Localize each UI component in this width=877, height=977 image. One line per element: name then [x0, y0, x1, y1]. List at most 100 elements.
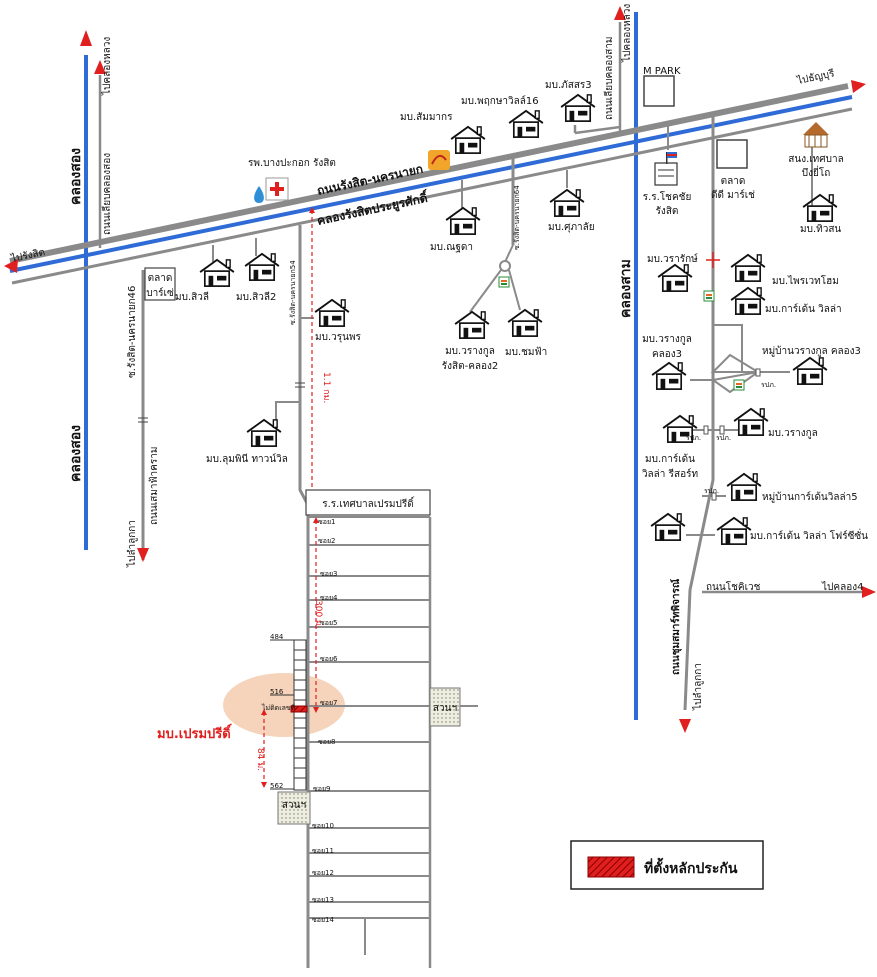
- soi-label: ซอย13: [312, 896, 334, 904]
- samakkhi-road-label: ถนนเสมาฟ้าคราม: [148, 447, 160, 525]
- roundabout: [499, 260, 511, 272]
- arrow-east-icon: [851, 80, 866, 93]
- soi-label: ซอย8: [318, 738, 336, 746]
- arrow-south-icon: [679, 719, 691, 733]
- village-warangkul3-full: หมู่บ้านวรางกูล คลอง3: [762, 345, 861, 357]
- house-icon: [730, 253, 766, 283]
- house-icon: [716, 516, 752, 546]
- village-worarak: มบ.วรารักษ์: [647, 253, 698, 265]
- soi-label: ซอย14: [312, 916, 335, 924]
- house-icon: [508, 109, 544, 139]
- soi64-label: ซ.รังสิต-นครนายก64: [513, 185, 521, 250]
- park-1: [429, 687, 461, 727]
- house-icon: [314, 298, 350, 328]
- house-icon: [650, 512, 686, 542]
- village-warangkul2: มบ.วรางกูลรังสิต-คลอง2: [442, 346, 499, 372]
- house-icon: [733, 407, 769, 437]
- collateral-marker: [290, 705, 308, 713]
- house-icon: [657, 263, 693, 293]
- soi54-label: ซ.รังสิต-นครนายก54: [289, 260, 297, 325]
- village-warangkul: มบ.วรางกูล: [768, 428, 818, 439]
- soi46-label: ซ.รังสิต-นครนายก46: [127, 286, 138, 378]
- soi-labels: ซอย1 ซอย2 ซอย3 ซอย4 ซอย5 ซอย6 ซอย7 ซอย8 …: [312, 518, 338, 924]
- park-2-label: สวนฯ: [282, 800, 306, 811]
- distance-1-label: 1.1 กม.: [321, 372, 331, 403]
- gate-icon: [719, 425, 725, 435]
- legend-swatch: [587, 856, 635, 878]
- village-sammakorn: มบ.สัมมากร: [400, 112, 453, 123]
- gate-icon: [703, 425, 709, 435]
- village-phruksa16: มบ.พฤกษาวิลล์16: [461, 95, 539, 107]
- khlong-song-label: คลองสอง: [68, 148, 84, 205]
- village-thiwson: มบ.ทิวสน: [800, 224, 841, 235]
- khlong-sam-label: คลองสาม: [618, 259, 634, 318]
- house-icon: [560, 93, 596, 123]
- arrow-north-icon: [614, 6, 626, 20]
- guard-label: รปภ.: [761, 381, 776, 389]
- to-lam-luk-ka-right: ไปลำลูกกา: [692, 663, 704, 711]
- house-icon: [726, 472, 762, 502]
- mpark-label: M PARK: [643, 66, 681, 77]
- mpark-building: [643, 75, 675, 107]
- village-siwalee: มบ.สิวลี: [175, 291, 209, 303]
- house-icon: [199, 258, 235, 288]
- house-icon: [246, 418, 282, 448]
- village-supalai: มบ.ศุภาลัย: [548, 222, 595, 233]
- bart-market-box: [144, 267, 176, 301]
- soi-label: ซอย2: [318, 537, 336, 545]
- soi-label: ซอย7: [320, 699, 338, 707]
- arrow-north-icon: [94, 60, 106, 74]
- main-road: [9, 83, 849, 264]
- school-chokchai-label: ร.ร.โชคชัยรังสิต: [643, 190, 692, 217]
- municipal-office-icon: [803, 122, 829, 148]
- chuchat-road-label: ถนนชุมสมาร์ทพิจารณ์: [670, 578, 682, 675]
- arrow-east-icon: [862, 586, 876, 598]
- bart-market-label-line2: บาร์เซ่: [146, 287, 174, 299]
- village-garden-fourseasons: มบ.การ์เด้น วิลล่า โฟร์ซีซั่น: [750, 528, 868, 542]
- soi-grid: [308, 516, 478, 968]
- house-number-562: 562: [270, 782, 283, 790]
- no-number-label: ไม่ติดเลขที่: [261, 703, 296, 712]
- to-rangsit-label: ไปรังสิต: [9, 246, 46, 265]
- arrow-north-icon: [80, 30, 92, 46]
- house-icon: [454, 310, 490, 340]
- soi-label: ซอย9: [313, 785, 331, 793]
- soi-label: ซอย5: [320, 619, 338, 627]
- school-icon: [654, 152, 678, 186]
- guard-label: รปภ.: [716, 434, 731, 442]
- park-2: [277, 791, 311, 825]
- house-icon: [730, 286, 766, 316]
- gate-icon: [755, 368, 761, 377]
- village-phraiwet: มบ.ไพรเวทโฮม: [772, 274, 839, 287]
- house-icon: [507, 308, 543, 338]
- house-icon: [445, 206, 481, 236]
- house-number-484: 484: [270, 633, 284, 641]
- to-khlong-luang-right: ไปคลองหลวง: [621, 4, 633, 63]
- soi-label: ซอย4: [320, 594, 338, 602]
- village-chomfah: มบ.ชมฟ้า: [505, 346, 547, 358]
- village-garden-villa: มบ.การ์เด้น วิลล่า: [765, 303, 842, 315]
- gate-icon: [711, 492, 717, 501]
- brand-logo-icon: [428, 150, 450, 170]
- song-bank-road-label: ถนนเลียบคลองสอง: [101, 153, 113, 235]
- school-prem-label: ร.ร.เทศบาลเปรมปรีดิ์: [322, 496, 415, 510]
- distance-2-label: 300 ม.: [313, 600, 323, 629]
- chuchat-road: [683, 115, 715, 711]
- village-garden-resort: มบ.การ์เด้นวิลล่า รีสอร์ท: [642, 453, 698, 480]
- distance-3-label: 84 ม.: [255, 748, 265, 771]
- village-nussara: มบ.ณฐดา: [430, 242, 473, 253]
- drop-icon: [254, 186, 264, 203]
- soi-label: ซอย10: [312, 822, 334, 830]
- village-lumpini: มบ.ลุมพินี ทาวน์วิล: [206, 453, 288, 465]
- arrow-south-icon: [137, 548, 149, 562]
- guard-label: รปภ.: [686, 434, 701, 442]
- village-woranporn: มบ.วรุนพร: [315, 332, 362, 343]
- prem-pree-village-label: มบ.เปรมปรีดิ์: [157, 723, 232, 742]
- to-thanyaburi-label: ไปธัญบุรี: [795, 67, 836, 87]
- village-phatsorn3: มบ.ภัสสร3: [545, 80, 592, 91]
- ditee-market-building: [716, 139, 748, 169]
- bart-market-label-line1: ตลาด: [148, 273, 173, 284]
- school-box: [305, 489, 431, 516]
- house-icon: [450, 125, 486, 155]
